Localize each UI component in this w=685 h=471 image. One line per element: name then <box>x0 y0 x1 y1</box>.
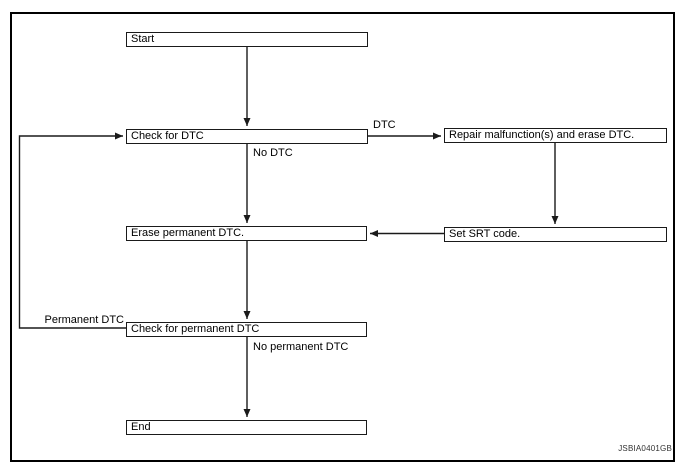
node-check-for-dtc: Check for DTC <box>126 129 368 144</box>
node-set-srt-code: Set SRT code. <box>444 227 667 242</box>
node-check-for-permanent-dtc: Check for permanent DTC <box>126 322 367 337</box>
edge-label-no-permanent-dtc: No permanent DTC <box>253 341 349 353</box>
node-repair-and-erase-dtc: Repair malfunction(s) and erase DTC. <box>444 128 667 143</box>
node-end: End <box>126 420 367 435</box>
edge-label-no-dtc: No DTC <box>253 147 293 159</box>
node-start: Start <box>126 32 368 47</box>
edge-label-dtc: DTC <box>373 119 396 131</box>
edge-label-permanent-dtc: Permanent DTC <box>44 314 124 326</box>
node-erase-permanent-dtc: Erase permanent DTC. <box>126 226 367 241</box>
connector-permanent-dtc-loop <box>18 132 126 329</box>
figure-code: JSBIA0401GB <box>618 444 672 453</box>
